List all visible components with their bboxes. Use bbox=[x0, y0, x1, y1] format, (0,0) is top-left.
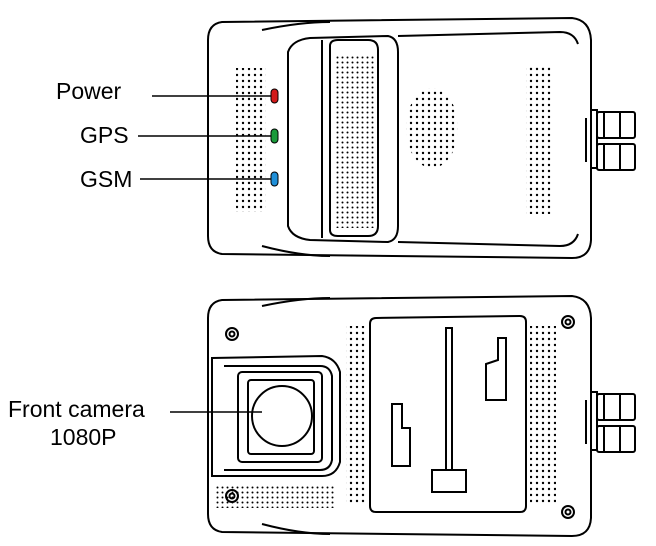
power-led bbox=[270, 88, 279, 104]
front-camera-label: Front camera bbox=[8, 396, 145, 422]
gps-label: GPS bbox=[80, 122, 129, 148]
gps-led bbox=[270, 128, 279, 144]
bottom-right-vent-grill bbox=[530, 326, 556, 504]
power-label: Power bbox=[56, 78, 122, 104]
gsm-led bbox=[270, 171, 279, 187]
device-bottom-view bbox=[207, 294, 636, 538]
device-top-view bbox=[207, 16, 636, 260]
front-camera-resolution-label: 1080P bbox=[50, 424, 117, 450]
speaker-grill bbox=[406, 88, 458, 168]
right-vent-grill bbox=[526, 66, 552, 214]
slider-grip-dots bbox=[334, 56, 374, 228]
gsm-label: GSM bbox=[80, 166, 133, 192]
bottom-front-vent-grill bbox=[214, 484, 334, 508]
left-vent-grill bbox=[236, 68, 266, 212]
bottom-left-vent-grill bbox=[346, 326, 366, 504]
